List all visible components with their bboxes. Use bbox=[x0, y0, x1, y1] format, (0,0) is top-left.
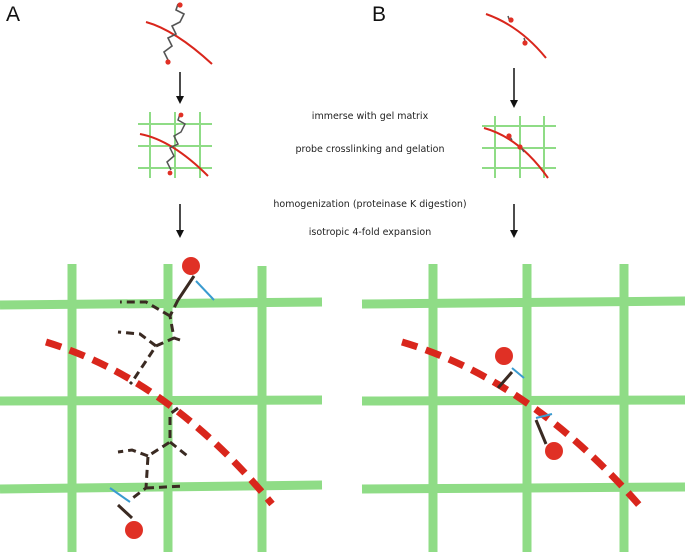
step-homogenization-label: homogenization (proteinase K digestion) bbox=[273, 199, 467, 210]
panel-b-label: B bbox=[372, 3, 387, 26]
panel-b-expanded-gel bbox=[361, 264, 685, 552]
arrow-down-icon bbox=[510, 204, 518, 238]
arrow-down-icon bbox=[176, 72, 184, 104]
arrow-down-icon bbox=[176, 204, 184, 238]
panel-a-expanded-gel bbox=[0, 257, 323, 552]
panel-a-label: A bbox=[6, 3, 21, 26]
panel-a-small-gel bbox=[138, 112, 212, 178]
step-immerse-label: immerse with gel matrix bbox=[311, 111, 429, 122]
panel-a-strand-with-probe bbox=[145, 2, 213, 65]
arrow-down-icon bbox=[510, 68, 518, 108]
step-crosslink-label: probe crosslinking and gelation bbox=[295, 144, 445, 155]
panel-b-small-gel bbox=[482, 116, 556, 179]
panel-b-strand-with-probe bbox=[485, 13, 547, 59]
step-expansion-label: isotropic 4-fold expansion bbox=[308, 227, 432, 238]
